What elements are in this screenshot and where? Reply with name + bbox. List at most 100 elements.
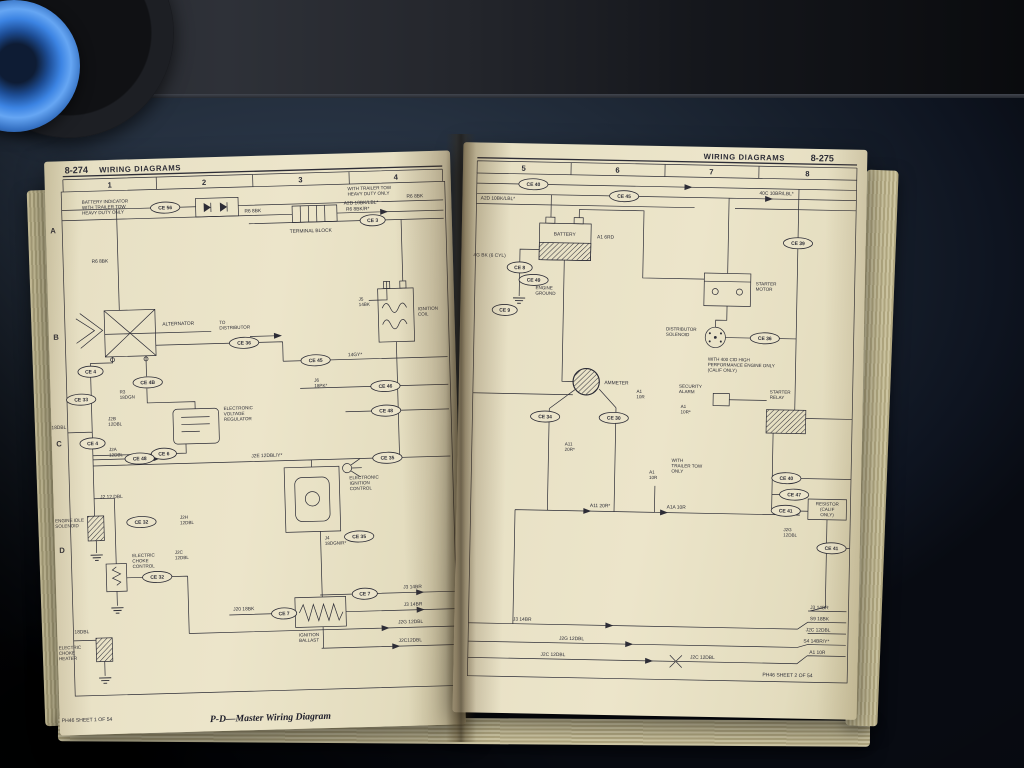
svg-text:DISTRIBUTOR: DISTRIBUTOR bbox=[666, 326, 697, 332]
svg-text:40C 10BR/LBL*: 40C 10BR/LBL* bbox=[759, 191, 793, 198]
svg-text:18DGN: 18DGN bbox=[120, 394, 135, 399]
grid-index: 6 bbox=[615, 166, 619, 175]
svg-text:12DBL: 12DBL bbox=[108, 421, 123, 426]
wire-label: TERMINAL BLOCK bbox=[290, 228, 333, 235]
svg-text:R6 8BK: R6 8BK bbox=[244, 208, 262, 215]
connector-code: CE 32 bbox=[142, 571, 173, 583]
wire-label: J2C12DBL bbox=[175, 550, 190, 561]
svg-text:R6 8BK: R6 8BK bbox=[406, 193, 424, 200]
svg-text:BATTERY INDICATOR: BATTERY INDICATOR bbox=[82, 198, 129, 204]
connector-code: CE 32 bbox=[126, 516, 157, 529]
svg-text:CE 4B: CE 4B bbox=[140, 380, 155, 386]
alternator-symbol bbox=[75, 309, 157, 363]
grid-index: 8 bbox=[805, 169, 809, 178]
svg-text:J5: J5 bbox=[359, 296, 364, 301]
wire-label: J2C 12DBL bbox=[540, 652, 565, 659]
svg-text:R6 8BK: R6 8BK bbox=[91, 258, 109, 265]
electronic-ignition-control-symbol bbox=[283, 458, 362, 533]
open-book: 8-274 WIRING DIAGRAMS bbox=[22, 126, 899, 754]
connector-code: CE 40 bbox=[771, 472, 802, 485]
svg-text:J20 18BK: J20 18BK bbox=[233, 606, 255, 613]
svg-text:12DBL: 12DBL bbox=[109, 452, 124, 457]
svg-text:VOLTAGE: VOLTAGE bbox=[224, 411, 245, 417]
connector-code: CE 46 bbox=[370, 380, 401, 392]
wire-label: 14GY* bbox=[348, 352, 363, 358]
connector-code: CE 36 bbox=[749, 332, 780, 345]
svg-text:CE 40: CE 40 bbox=[526, 182, 540, 188]
wire-label: J2 12 DBL bbox=[100, 494, 123, 501]
svg-text:SOLENOID: SOLENOID bbox=[55, 523, 79, 529]
svg-text:10R: 10R bbox=[636, 394, 645, 399]
wire-label: J2E 12DBL/Y* bbox=[251, 453, 282, 460]
svg-text:CE 45: CE 45 bbox=[309, 358, 323, 364]
svg-text:CE 9: CE 9 bbox=[499, 308, 510, 314]
svg-text:18DBL: 18DBL bbox=[51, 425, 66, 431]
svg-text:RELAY: RELAY bbox=[770, 395, 785, 400]
wire-label: R6 8BK bbox=[244, 208, 262, 215]
connector-code: CE 4 bbox=[77, 365, 104, 378]
right-page-diagram: WIRING DIAGRAMS 8-275 bbox=[467, 152, 858, 684]
svg-text:10R: 10R bbox=[649, 475, 658, 480]
starter-relay-symbol bbox=[765, 409, 807, 435]
svg-text:CHOKE: CHOKE bbox=[132, 558, 148, 563]
svg-text:CE 35: CE 35 bbox=[352, 534, 366, 540]
wire-label: J2G 12DBL bbox=[398, 619, 424, 626]
wire-label: 4G BK (6 CYL) bbox=[473, 252, 506, 259]
svg-text:IGNITION: IGNITION bbox=[418, 306, 438, 312]
wire-label: ALTERNATOR bbox=[162, 321, 194, 328]
svg-text:ALTERNATOR: ALTERNATOR bbox=[162, 321, 194, 328]
svg-text:J2G 12DBL: J2G 12DBL bbox=[559, 636, 584, 643]
svg-text:A1: A1 bbox=[649, 470, 655, 475]
connector-code: CE 30 bbox=[598, 411, 629, 424]
svg-text:ELECTRONIC: ELECTRONIC bbox=[224, 405, 254, 411]
connector-code: CE 48 bbox=[124, 452, 155, 465]
svg-text:J2 12 DBL: J2 12 DBL bbox=[100, 494, 123, 501]
wire-label: J3 14BR bbox=[404, 601, 423, 608]
wire-label: A11 20R* bbox=[590, 503, 611, 509]
svg-text:CE 41: CE 41 bbox=[779, 508, 793, 514]
svg-text:2: 2 bbox=[202, 178, 206, 187]
right-page-title: WIRING DIAGRAMS bbox=[704, 152, 786, 163]
svg-text:12DBL: 12DBL bbox=[783, 532, 797, 537]
svg-text:ELECTRONIC: ELECTRONIC bbox=[349, 474, 379, 480]
connector-code: CE 41 bbox=[816, 542, 847, 555]
wire-label: J3 14BR bbox=[403, 584, 422, 591]
svg-text:18PK*: 18PK* bbox=[314, 383, 327, 388]
svg-text:WITH 400 CID HIGH: WITH 400 CID HIGH bbox=[708, 357, 750, 363]
svg-text:WITH TRAILER TOW: WITH TRAILER TOW bbox=[347, 185, 392, 191]
svg-text:A1 10R: A1 10R bbox=[809, 650, 826, 656]
svg-text:A1: A1 bbox=[681, 404, 687, 409]
wire-label: 18DBL bbox=[74, 629, 89, 635]
wire-label: J2C12DBL bbox=[399, 637, 423, 644]
svg-text:6: 6 bbox=[615, 166, 619, 175]
svg-text:A2D 10BK/LBL*: A2D 10BK/LBL* bbox=[344, 200, 379, 207]
connector-code: CE 34 bbox=[530, 410, 561, 423]
diode-block-symbol bbox=[195, 197, 239, 218]
svg-text:WITH TRAILER TOW: WITH TRAILER TOW bbox=[82, 204, 127, 210]
svg-text:TO: TO bbox=[219, 320, 226, 325]
diagram-caption: P-D—Master Wiring Diagram bbox=[210, 711, 332, 725]
svg-text:CE 47: CE 47 bbox=[787, 492, 801, 498]
left-page-diagram: 8-274 WIRING DIAGRAMS bbox=[50, 163, 460, 725]
svg-text:TERMINAL BLOCK: TERMINAL BLOCK bbox=[290, 228, 333, 235]
svg-text:WITH: WITH bbox=[672, 458, 684, 463]
wire-label: A2D 10BK/LBL* bbox=[481, 195, 516, 202]
svg-text:R6 8BK/R*: R6 8BK/R* bbox=[346, 206, 370, 213]
connector-code: CE 47 bbox=[779, 488, 810, 501]
svg-text:J2B: J2B bbox=[108, 416, 116, 421]
svg-text:(CALIF ONLY): (CALIF ONLY) bbox=[708, 367, 738, 373]
starter-motor-symbol bbox=[703, 272, 752, 307]
